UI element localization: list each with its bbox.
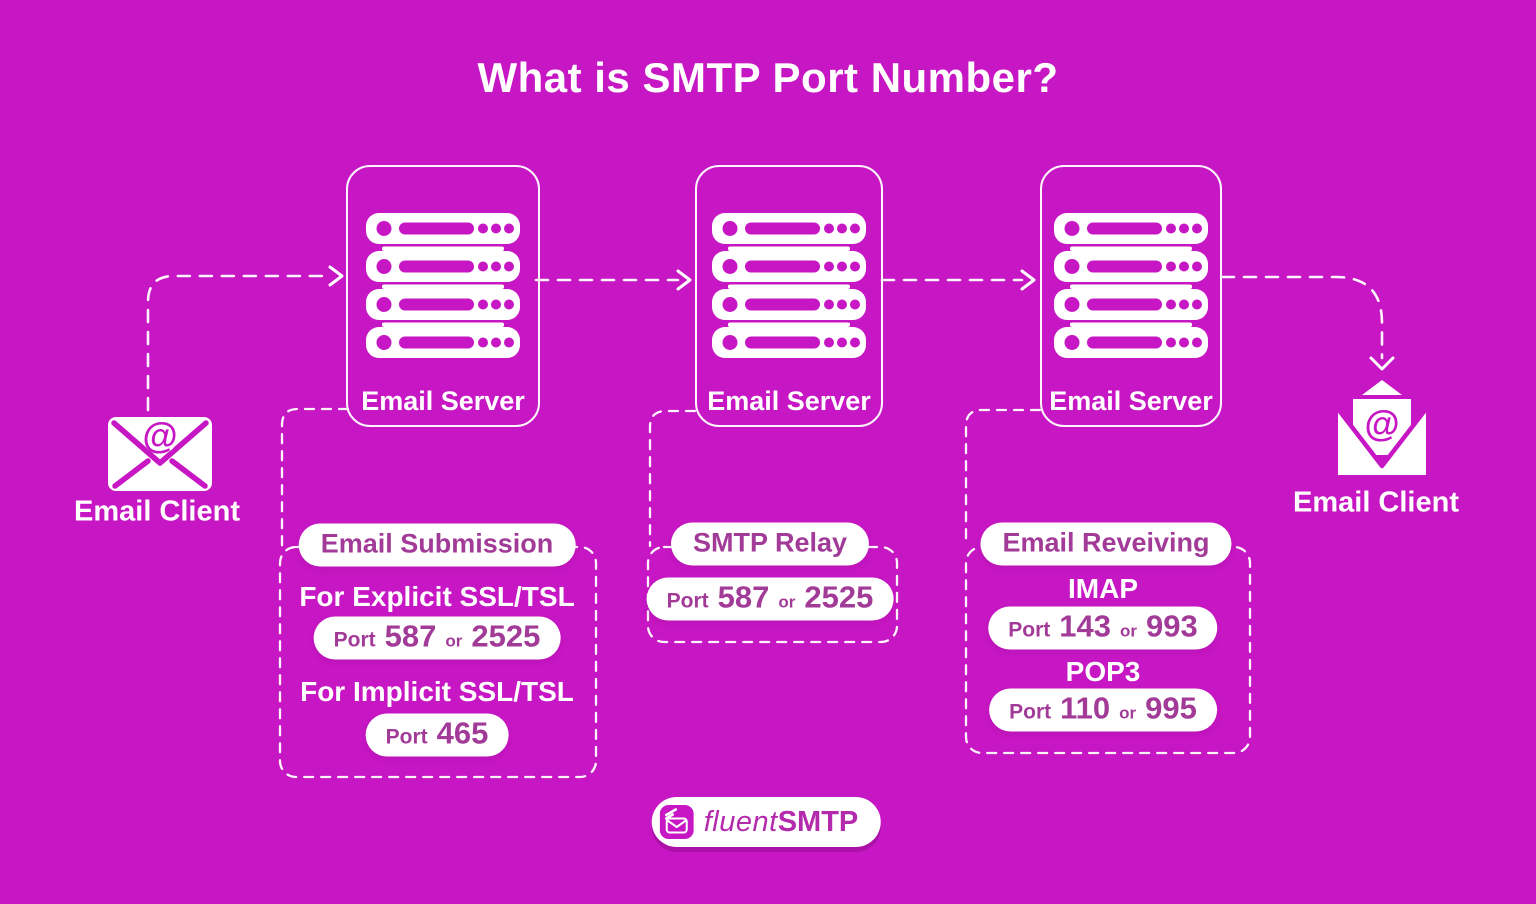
- imap-port-badge: Port 143 or 993: [988, 606, 1218, 650]
- port-number: 2525: [471, 618, 541, 654]
- imap-heading: IMAP: [1068, 573, 1138, 604]
- arrowhead-right-1: [328, 265, 344, 287]
- or-word: or: [445, 631, 463, 651]
- explicit-ssl-heading: For Explicit SSL/TSL: [299, 581, 575, 612]
- port-number: 993: [1146, 608, 1198, 644]
- port-word: Port: [333, 628, 376, 652]
- implicit-ssl-heading: For Implicit SSL/TSL: [300, 676, 574, 707]
- server-stack-icon: [1054, 213, 1208, 358]
- at-symbol: @: [142, 417, 177, 456]
- arrow-client-to-server1: [146, 274, 332, 412]
- email-server-box-2: Email Server: [695, 165, 883, 427]
- or-word: or: [778, 592, 796, 612]
- port-number: 2525: [804, 579, 874, 615]
- port-number: 143: [1059, 608, 1111, 644]
- port-word: Port: [1009, 700, 1052, 724]
- email-server-box-3: Email Server: [1040, 165, 1222, 427]
- server-stack-icon: [712, 213, 866, 358]
- right-email-client-label: Email Client: [1293, 486, 1459, 519]
- port-word: Port: [385, 725, 428, 749]
- port-word: Port: [666, 589, 709, 613]
- page-title: What is SMTP Port Number?: [477, 54, 1059, 101]
- server-stack-icon: [366, 213, 520, 358]
- arrowhead-right-3: [1020, 269, 1036, 291]
- arrowhead-right-2: [676, 269, 692, 291]
- email-client-open-envelope-icon: @: [1336, 380, 1428, 475]
- relay-section-title: SMTP Relay: [670, 522, 870, 566]
- or-word: or: [1120, 621, 1137, 641]
- port-number: 110: [1060, 690, 1111, 726]
- email-client-closed-envelope-icon: @: [108, 417, 212, 491]
- logo-word-fluent: fluent: [703, 805, 778, 838]
- email-server-box-1: Email Server: [346, 165, 540, 427]
- arrow-server3-to-client: [1220, 275, 1384, 360]
- port-number: 587: [717, 579, 770, 615]
- or-word: or: [1119, 703, 1137, 723]
- submission-section-title: Email Submission: [298, 523, 576, 567]
- port-number: 587: [384, 618, 437, 654]
- email-server-label-2: Email Server: [707, 386, 871, 416]
- email-server-label-1: Email Server: [361, 386, 525, 416]
- pop3-port-badge: Port 110 or 995: [989, 688, 1217, 732]
- pop3-heading: POP3: [1065, 656, 1141, 687]
- fluentsmtp-logo-icon: [659, 805, 694, 839]
- port-word: Port: [1008, 618, 1051, 642]
- explicit-port-badge: Port 587 or 2525: [313, 616, 561, 660]
- port-number: 995: [1145, 690, 1197, 726]
- receiving-section-title: Email Reveiving: [980, 522, 1232, 566]
- logo-word-smtp: SMTP: [777, 805, 859, 838]
- at-symbol: @: [1364, 403, 1399, 444]
- left-email-client-label: Email Client: [74, 495, 240, 528]
- implicit-port-badge: Port 465: [365, 713, 509, 757]
- arrowhead-down: [1369, 356, 1395, 371]
- relay-port-badge: Port 587 or 2525: [646, 577, 894, 621]
- port-number: 465: [436, 715, 489, 751]
- email-server-label-3: Email Server: [1049, 386, 1213, 416]
